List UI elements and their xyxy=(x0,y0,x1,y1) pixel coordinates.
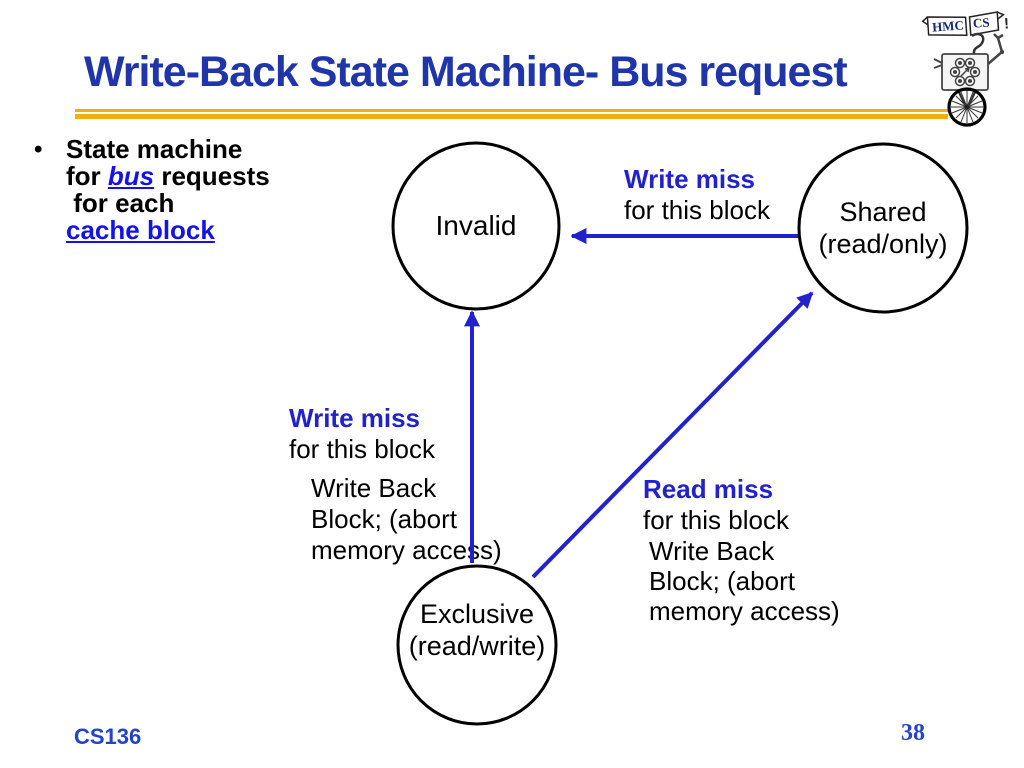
title-divider xyxy=(75,109,948,119)
bullet-line-2: for bus requests xyxy=(66,161,270,191)
bullet-text: State machine for bus requests for each … xyxy=(66,136,270,244)
edge-label-exclusive-to-shared: Read miss for this block Write Back Bloc… xyxy=(643,474,840,626)
logo-wheel xyxy=(947,87,987,127)
state-label-shared: Shared (read/only) xyxy=(818,197,948,259)
divider-thick-line xyxy=(75,114,948,119)
course-label: CS136 xyxy=(74,724,142,749)
hmc-cs-logo: HMC CS ! xyxy=(921,11,1010,127)
logo-text-hmc: HMC xyxy=(932,17,965,34)
bullet-line-1: State machine xyxy=(66,134,243,164)
edge-label-shared-to-invalid: Write miss for this block xyxy=(624,164,770,225)
logo-left-arm xyxy=(933,58,943,69)
bullet-line-4: cache block xyxy=(66,217,270,244)
bullet-marker: • xyxy=(34,136,43,163)
edge-label-exclusive-to-invalid: Write miss for this block xyxy=(289,403,435,464)
slide-title: Write-Back State Machine- Bus request xyxy=(84,48,848,96)
state-label-invalid: Invalid xyxy=(435,210,517,241)
logo-dots xyxy=(949,57,981,87)
logo-banner: HMC CS ! xyxy=(921,11,1010,37)
edge-action-exclusive-to-invalid: Write Back Block; (abort memory access) xyxy=(311,473,502,565)
divider-thin-line xyxy=(75,109,948,112)
logo-right-arm xyxy=(987,33,1004,65)
logo-exclaim: ! xyxy=(1003,15,1009,32)
bullet-list: • State machine for bus requests for eac… xyxy=(34,136,270,244)
logo-text-cs: CS xyxy=(972,15,990,31)
bullet-line-3: for each xyxy=(66,188,175,218)
bus-link[interactable]: bus xyxy=(107,161,155,191)
cache-block-link[interactable]: cache block xyxy=(66,215,215,245)
state-label-exclusive: Exclusive (read/write) xyxy=(408,599,546,661)
page-number: 38 xyxy=(901,720,925,746)
logo-hook xyxy=(971,32,985,55)
edge-action-exclusive-to-shared: Write Back Block; (abort memory access) xyxy=(649,536,840,626)
